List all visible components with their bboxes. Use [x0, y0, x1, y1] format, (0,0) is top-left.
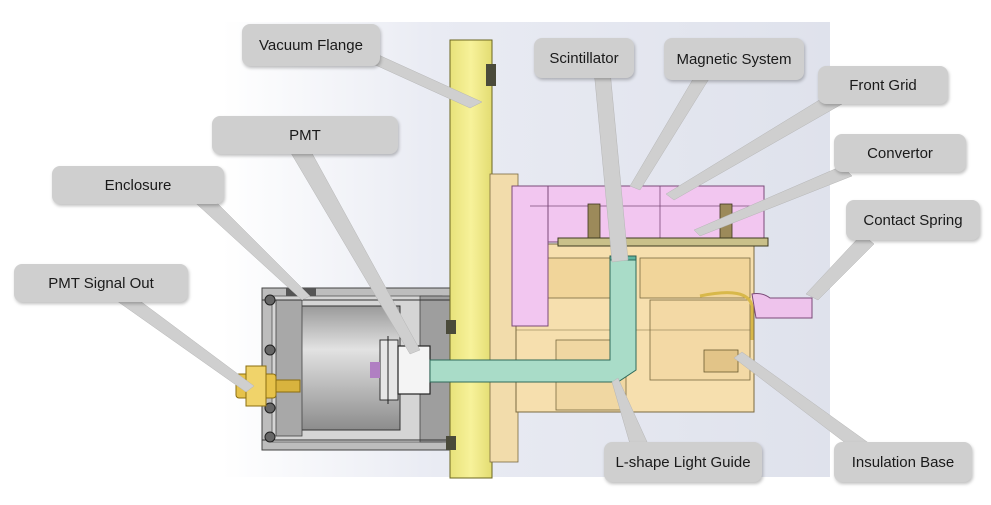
- label-pmt-signal-out: PMT Signal Out: [14, 264, 188, 302]
- leader-lines: [109, 51, 875, 449]
- front-grid-part: [557, 237, 769, 247]
- label-scintillator: Scintillator: [534, 38, 634, 78]
- light-guide-part: [429, 259, 637, 383]
- label-magnetic-system: Magnetic System: [664, 38, 804, 80]
- contact-spring-part: [699, 291, 813, 340]
- label-front-grid: Front Grid: [818, 66, 948, 104]
- label-light-guide: L-shape Light Guide: [604, 442, 762, 482]
- label-contact-spring: Contact Spring: [846, 200, 980, 240]
- label-convertor: Convertor: [834, 134, 966, 172]
- pmt-part: [370, 336, 431, 404]
- insulation-base-part: [515, 243, 755, 413]
- label-vacuum-flange: Vacuum Flange: [242, 24, 380, 66]
- label-enclosure: Enclosure: [52, 166, 224, 204]
- label-insulation-base: Insulation Base: [834, 442, 972, 482]
- label-pmt: PMT: [212, 116, 398, 154]
